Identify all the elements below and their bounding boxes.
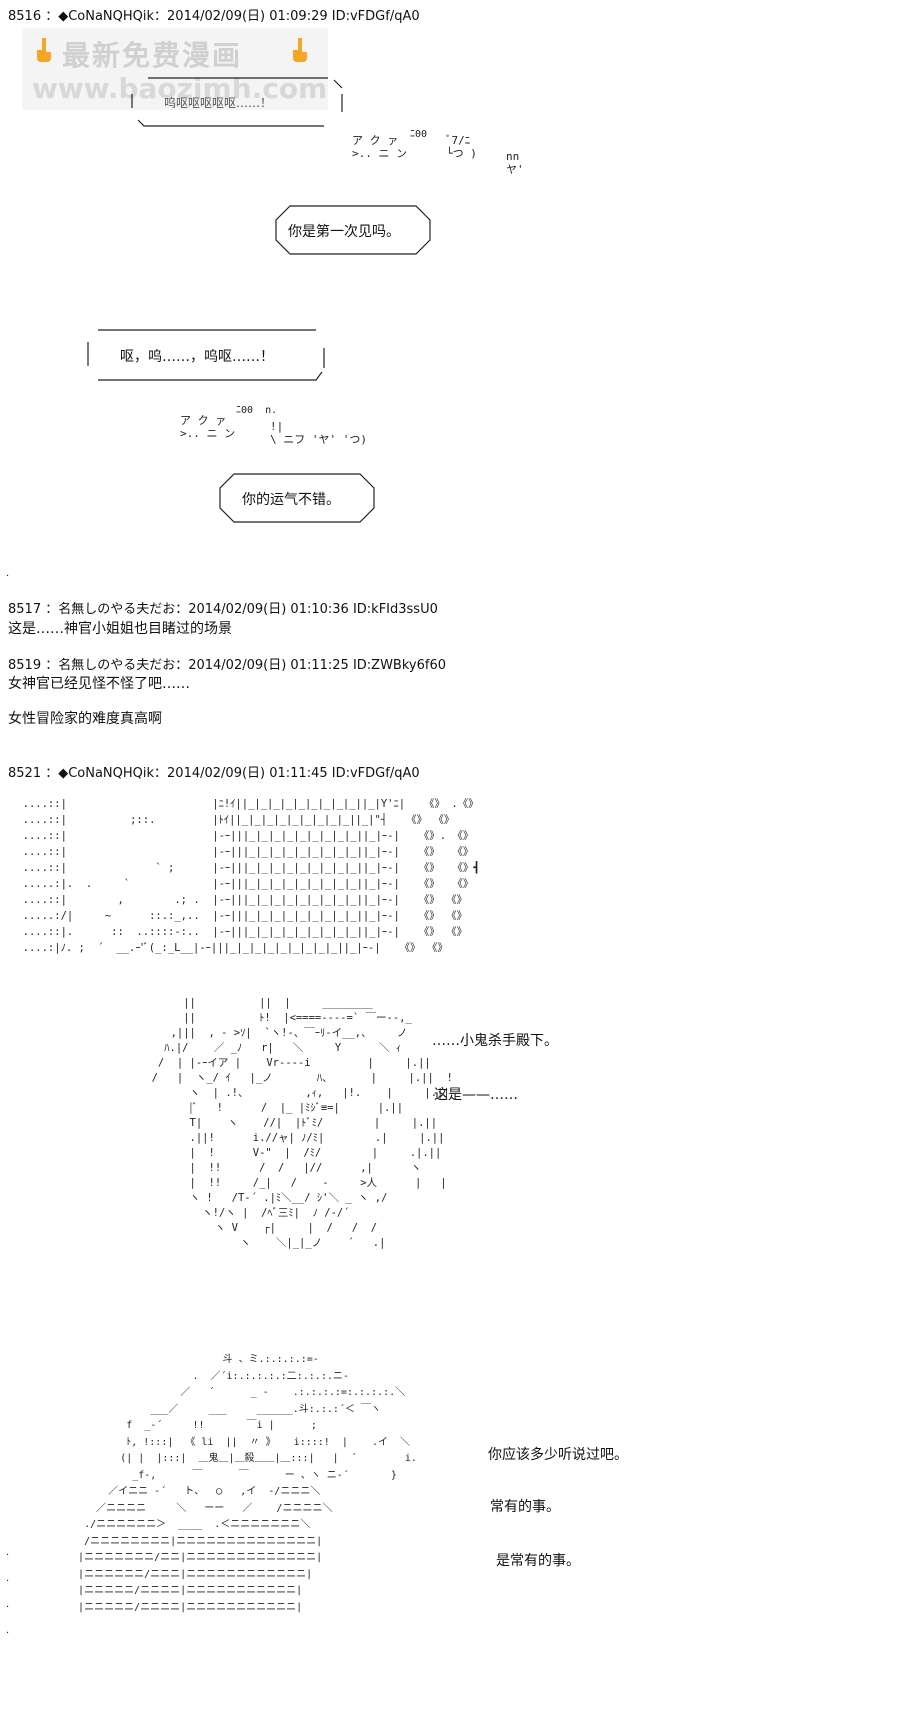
ascii-art-goblin-slayer: 斗 、ミ.:.:.:.:=- . ／´i:.:.:.:.:二:.:.:.ニ- ／… [78,1354,417,1613]
caption-text: 是常有的事。 [496,1553,580,1569]
ascii-art-figure: || || | ________ || ﾄ! |<====----=` ￣ー--… [151,997,453,1249]
sfx-text: ﾆ00 n. [236,405,278,416]
post-header: 8517 ：名無しのやる夫だお：2014/02/09(日) 01:10:36 I… [8,602,438,617]
post-body-line: 女神官已经见怪不怪了吧…… [8,676,190,692]
caption-text: 这是——…… [434,1087,518,1103]
bubble-text: 呜呕呕呕呕呕……！ [164,96,273,110]
bubble-text: 你是第一次见吗。 [288,224,400,240]
caption-text: ……小鬼杀手殿下。 [432,1033,558,1049]
watermark-title: 最新免费漫画 [62,39,243,72]
sfx-text: nn ヤ' [506,150,524,176]
sfx-text: ﾞ7/ﾆ └つ ) [446,134,477,160]
speech-bubble: 你是第一次见吗。 [270,204,438,256]
pointing-hand-icon [293,38,307,62]
speech-bubble: 你的运气不错。 [216,472,380,524]
post-body-line: 女性冒险家的难度真高啊 [8,711,162,727]
caption-text: 你应该多少听说过吧。 [488,1447,628,1463]
sfx-text: ア ク ァ >.. ニ ン [180,414,236,440]
ascii-art-building: ....::| |ﾆ!ｲ||_|_|_|_|_|_|_|_|_||_|Y'ﾆ| … [22,798,480,954]
post-header: 8521 ：◆CoNaNQHQik：2014/02/09(日) 01:11:45… [8,766,420,781]
bubble-text: 你的运气不错。 [242,492,340,508]
bubble-text: 呕，呜……，呜呕……！ [120,349,274,365]
sfx-text: ﾆ00 [410,129,428,140]
dot-marks: .... [6,1547,10,1636]
speech-bubble: 呕，呜……，呜呕……！ [84,328,334,384]
caption-text: 常有的事。 [490,1499,560,1515]
sfx-text: ア ク ァ >.. ニ ン [352,134,408,160]
dot-mark: . [6,568,10,579]
post-header: 8516 ：◆CoNaNQHQik：2014/02/09(日) 01:09:29… [8,9,420,24]
post-header: 8519 ：名無しのやる夫だお：2014/02/09(日) 01:11:25 I… [8,658,446,673]
post-body-line: 这是……神官小姐姐也目睹过的场景 [8,621,232,637]
pointing-hand-icon [37,38,51,62]
speech-bubble: 呜呕呕呕呕呕……！ [128,72,354,130]
sfx-text: !| \ ニフ 'ヤ' 'つ) [270,420,367,446]
